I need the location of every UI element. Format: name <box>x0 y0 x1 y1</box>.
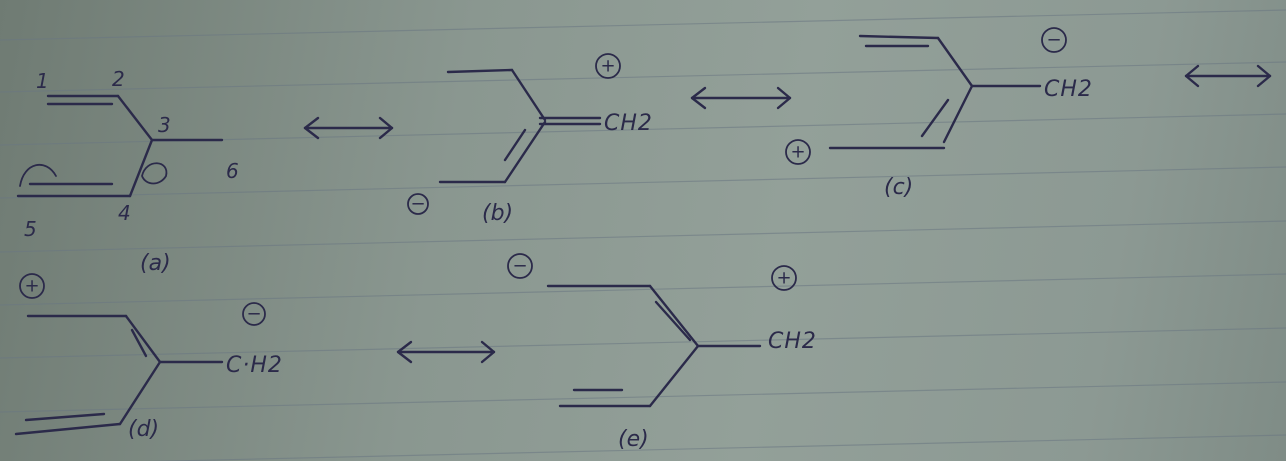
structure-e: − + CH2 (e) <box>507 253 817 452</box>
structure-b: + − CH2 (b) <box>407 53 653 226</box>
ch2-group: CH2 <box>1044 77 1093 102</box>
ch2-group: CH2 <box>604 111 653 136</box>
resonance-arrow-icon <box>303 116 394 140</box>
structure-d: + − C·H2 (d) <box>14 273 283 442</box>
structure-label: (c) <box>884 175 913 200</box>
positive-charge: + <box>790 142 805 163</box>
resonance-arrow-icon <box>1184 64 1272 88</box>
negative-charge: − <box>246 304 261 325</box>
structure-label: (a) <box>140 251 171 276</box>
positive-charge: + <box>776 268 791 289</box>
negative-charge: − <box>1046 30 1061 51</box>
atom-number: 2 <box>112 67 125 91</box>
structure-label: (e) <box>618 427 649 452</box>
resonance-arrow-icon <box>396 340 496 364</box>
atom-number: 4 <box>118 201 131 225</box>
ch2-group: C·H2 <box>226 353 283 378</box>
structure-c: − + CH2 (c) <box>785 27 1093 200</box>
negative-charge: − <box>410 194 425 215</box>
ch2-group: CH2 <box>768 329 817 354</box>
structure-a: 1 2 3 6 5 4 (a) <box>16 67 239 276</box>
positive-charge: + <box>24 276 39 297</box>
structure-label: (d) <box>128 417 159 442</box>
positive-charge: + <box>600 56 615 77</box>
atom-number: 1 <box>36 69 49 93</box>
structure-label: (b) <box>482 201 513 226</box>
atom-number: 6 <box>226 159 239 183</box>
resonance-arrow-icon <box>690 86 792 110</box>
atom-number: 5 <box>24 217 37 241</box>
negative-charge: − <box>512 256 527 277</box>
ruled-lines <box>0 9 1286 461</box>
atom-number: 3 <box>158 113 171 137</box>
